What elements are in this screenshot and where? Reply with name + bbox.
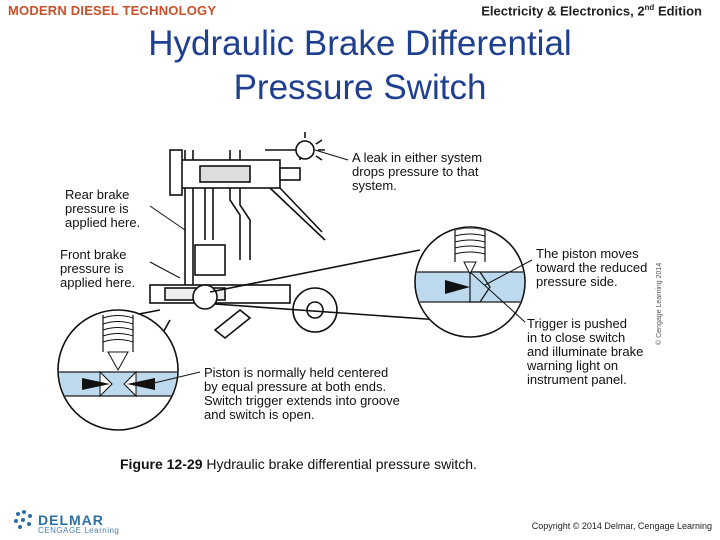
leak-line1: A leak in either system [352, 150, 483, 165]
header-left: MODERN DIESEL TECHNOLOGY [8, 3, 217, 18]
logo-sub: CENGAGE Learning [38, 526, 120, 535]
label-leak: A leak in either system drops pressure t… [352, 151, 482, 193]
rear-line1: Rear brake [65, 187, 130, 202]
figure-caption: Figure 12-29 Hydraulic brake differentia… [120, 456, 477, 472]
front-line1: Front brake [60, 247, 127, 262]
header-right-end: Edition [654, 3, 702, 19]
trigger-line1: Trigger is pushed [527, 316, 627, 331]
caption-text: Hydraulic brake differential pressure sw… [202, 456, 477, 472]
logo-name: DELMAR [38, 512, 104, 528]
delmar-logo-icon [14, 510, 32, 529]
leak-line3: system. [352, 178, 397, 193]
piston-moves-line3: pressure side. [536, 274, 618, 289]
trigger-line5: instrument panel. [527, 372, 627, 387]
centered-line4: and switch is open. [204, 407, 315, 422]
copyright: Copyright © 2014 Delmar, Cengage Learnin… [531, 521, 712, 531]
trigger-line3: and illuminate brake [527, 344, 644, 359]
trigger-line2: in to close switch [527, 330, 626, 345]
caption-figure-number: Figure 12-29 [120, 456, 203, 472]
header-right-sup: nd [644, 3, 655, 12]
title-line1: Hydraulic Brake Differential [148, 24, 572, 63]
trigger-line4: warning light on [527, 358, 619, 373]
label-piston-moves: The piston moves toward the reduced pres… [536, 247, 647, 289]
header-right-main: Electricity & Electronics, 2 [481, 3, 645, 19]
front-line3: applied here. [60, 275, 136, 290]
centered-line1: Piston is normally held centered [204, 365, 389, 380]
vertical-credit: © Cengage Learning 2014 [656, 262, 663, 345]
header-right: Electricity & Electronics, 2nd Edition [481, 3, 702, 18]
front-line2: pressure is [60, 261, 124, 276]
piston-moves-line2: toward the reduced [536, 260, 648, 275]
label-rear: Rear brake pressure is applied here. [65, 188, 140, 230]
title-line2: Pressure Switch [233, 68, 487, 107]
rear-line3: applied here. [65, 215, 141, 230]
label-centered: Piston is normally held centered by equa… [204, 366, 400, 422]
leak-line2: drops pressure to that [352, 164, 479, 179]
label-trigger: Trigger is pushed in to close switch and… [527, 317, 643, 387]
centered-line3: Switch trigger extends into groove [204, 393, 400, 408]
piston-moves-line1: The piston moves [536, 246, 639, 261]
page-title: Hydraulic Brake Differential Pressure Sw… [0, 22, 720, 110]
label-front: Front brake pressure is applied here. [60, 248, 135, 290]
centered-line2: by equal pressure at both ends. [204, 379, 387, 394]
rear-line2: pressure is [65, 201, 129, 216]
